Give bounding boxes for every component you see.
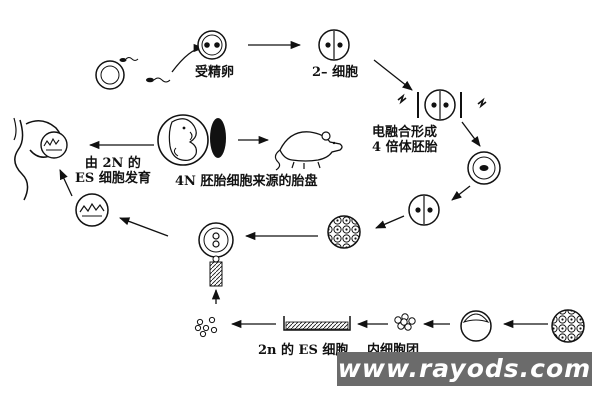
label-from-2n-line2: ES 细胞发育 <box>75 170 151 186</box>
early-implanted-embryo <box>75 193 109 227</box>
zygote-cell <box>197 30 227 60</box>
arrow-fusion-to-tetraploid <box>461 121 481 147</box>
label-electrofusion-line1: 电融合形成 <box>372 125 438 140</box>
es-cells <box>194 316 218 338</box>
label-placenta: 4N 胚胎细胞来源的胎盘 <box>175 174 318 189</box>
placenta-disk <box>210 118 226 158</box>
label-electrofusion: 电融合形成 4 倍体胚胎 <box>372 125 438 156</box>
watermark: www.rayods.com <box>337 352 592 386</box>
electrofusion-embryo <box>397 89 487 121</box>
label-from-2n-line1: 由 2N 的 <box>84 156 141 171</box>
mouse <box>274 131 343 171</box>
tetraploid-cell <box>467 151 501 185</box>
arrow-tetraploid-to-2cell <box>451 185 471 201</box>
culture-dish <box>283 316 351 331</box>
inner-cell-mass-cluster <box>394 313 416 331</box>
oocyte-with-sperm <box>95 57 139 90</box>
arrow-early-to-late-embryo <box>59 169 73 197</box>
morula <box>327 215 361 249</box>
label-from-2n-es: 由 2N 的 ES 细胞发育 <box>75 156 151 187</box>
label-two-cell: 2– 细胞 <box>312 65 359 80</box>
arrow-2cell-to-fusion <box>373 59 413 91</box>
uterus-embryo <box>13 117 68 201</box>
fetus-in-amnion <box>157 114 209 166</box>
sperm <box>146 77 171 83</box>
label-fertilized-egg: 受精卵 <box>195 65 235 80</box>
donor-morula <box>551 309 585 343</box>
arrow-2cell-to-morula <box>375 215 405 229</box>
two-cell-embryo <box>318 29 350 61</box>
chimeric-aggregate <box>198 222 234 287</box>
blastocyst <box>460 310 492 342</box>
label-es-cells: 2n 的 ES 细胞 <box>258 343 349 358</box>
tetraploid-two-cell <box>408 194 440 226</box>
label-electrofusion-line2: 4 倍体胚胎 <box>372 139 438 155</box>
arrow-aggregate-to-early-embryo <box>119 217 169 237</box>
